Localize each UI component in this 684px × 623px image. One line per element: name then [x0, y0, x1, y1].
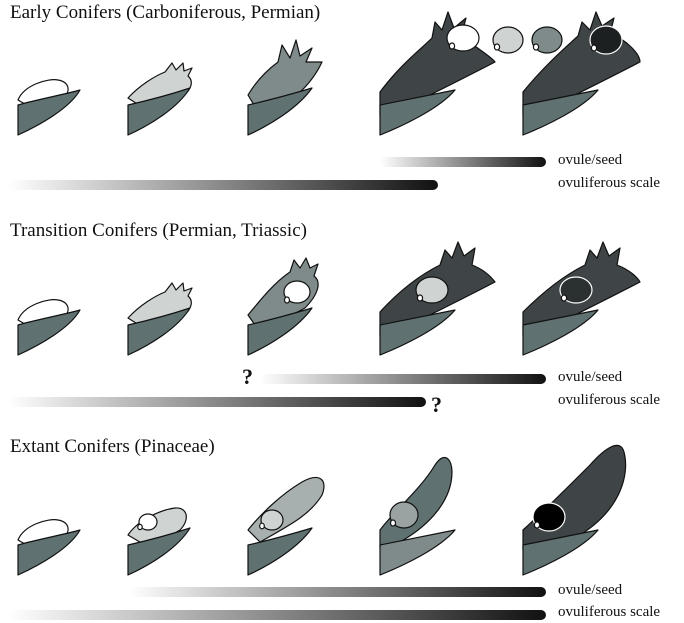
- bract: [127, 87, 191, 136]
- ovule-micropyle: [493, 43, 501, 51]
- ovuliferous-scale-gradient-bar: [8, 397, 426, 407]
- row-title-transition-conifers: Transition Conifers (Permian, Triassic): [10, 220, 307, 241]
- question-mark-seed: ?: [242, 364, 253, 389]
- ovule-seed-label: ovule/seed: [558, 152, 623, 168]
- bract: [17, 89, 81, 136]
- transition-conifers-figure: [17, 241, 641, 356]
- bract: [522, 309, 599, 356]
- bract: [522, 529, 599, 576]
- question-mark-scale: ?: [431, 392, 442, 417]
- ovuliferous-scale-label: ovuliferous scale: [558, 175, 661, 191]
- ovule: [492, 26, 524, 54]
- seed: [559, 276, 593, 304]
- ovuliferous-scale-label: ovuliferous scale: [558, 392, 661, 408]
- ovuliferous-scale-gradient-bar: [8, 610, 546, 620]
- row-title-extant-conifers: Extant Conifers (Pinaceae): [10, 436, 215, 457]
- ovule-micropyle: [389, 519, 397, 527]
- ovule-micropyle: [283, 296, 291, 304]
- ovule-micropyle: [137, 523, 143, 531]
- ovule-micropyle: [448, 42, 456, 50]
- ovuliferous-scale-gradient-bar: [8, 180, 438, 190]
- ovule: [531, 26, 563, 54]
- ovule: [415, 276, 449, 304]
- ovuliferous-scale-label: ovuliferous scale: [558, 604, 661, 620]
- bract: [17, 529, 81, 576]
- bract: [127, 307, 191, 356]
- ovule: [260, 509, 284, 531]
- row-title-early-conifers: Early Conifers (Carboniferous, Permian): [10, 2, 321, 23]
- bract: [247, 87, 313, 136]
- scale-structure: [247, 257, 319, 333]
- extant-conifers-figure: [17, 444, 627, 576]
- seed: [589, 25, 623, 55]
- ovule-seed-label: ovule/seed: [558, 369, 623, 385]
- bract: [17, 309, 81, 356]
- bract: [379, 89, 456, 136]
- seed-micropyle: [560, 294, 568, 302]
- ovule-micropyle: [416, 294, 424, 302]
- ovule-seed-gradient-bar: [380, 157, 546, 167]
- ovule: [283, 280, 311, 304]
- bract: [247, 307, 313, 356]
- ovule-micropyle: [259, 522, 265, 530]
- ovule-seed-label: ovule/seed: [558, 582, 623, 598]
- bract: [247, 527, 313, 576]
- ovule: [138, 513, 158, 531]
- ovule-seed-gradient-bar: [260, 374, 546, 384]
- bract: [522, 89, 599, 136]
- ovule: [389, 501, 419, 529]
- seed: [532, 502, 566, 532]
- seed-micropyle: [590, 44, 598, 52]
- bract: [379, 309, 456, 356]
- seed-micropyle: [533, 521, 541, 529]
- bract: [127, 527, 191, 576]
- scale-structure: [247, 477, 325, 543]
- ovule-seed-gradient-bar: [128, 587, 546, 597]
- bract: [379, 529, 456, 576]
- ovule-micropyle: [532, 43, 540, 51]
- early-conifers-figure: [17, 11, 641, 136]
